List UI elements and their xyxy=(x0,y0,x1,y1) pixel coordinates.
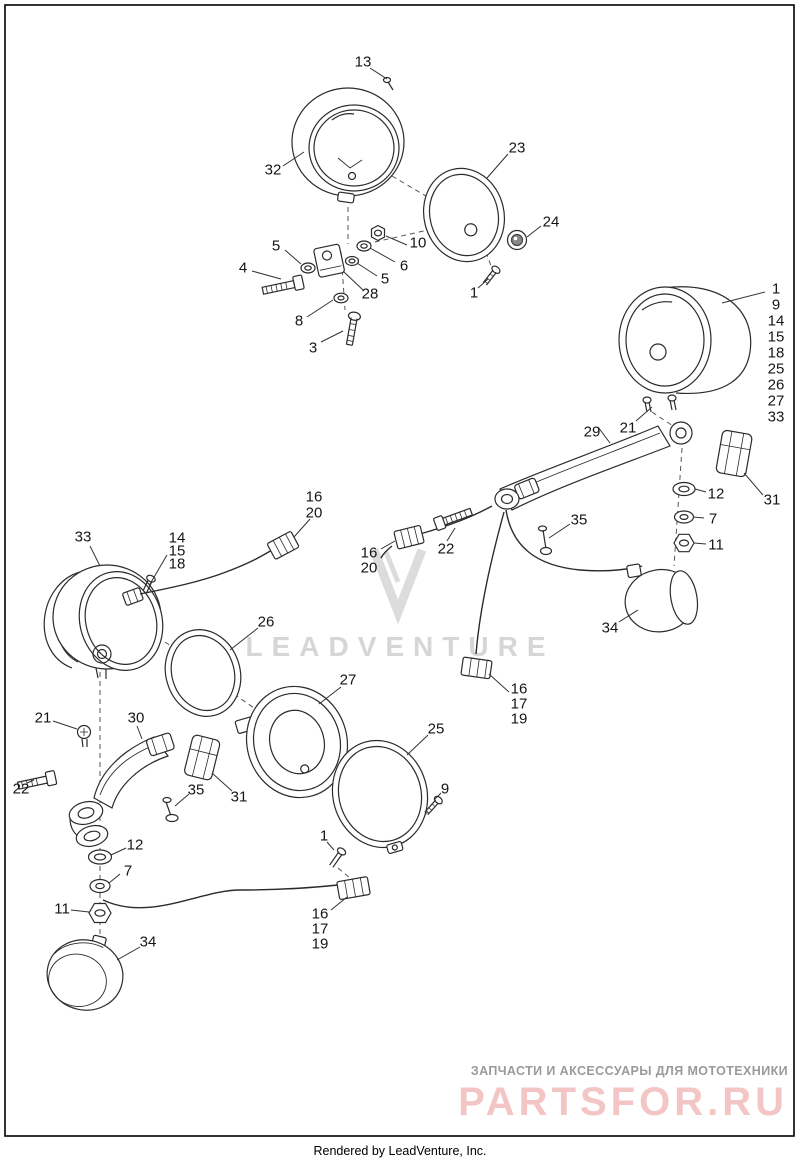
washer-12-right xyxy=(672,481,696,497)
bolt-4 xyxy=(261,274,305,295)
headlamp-right xyxy=(618,286,752,395)
wire-headlamp-left xyxy=(139,549,273,595)
turn-signal-left-34 xyxy=(46,934,124,1011)
trim-ring-26 xyxy=(164,629,242,717)
nut-11-left xyxy=(88,902,112,924)
bolt-22-left xyxy=(16,770,58,790)
washer-5a xyxy=(300,262,316,274)
washer-7-right xyxy=(673,510,695,524)
headlamp-shell-33 xyxy=(43,564,164,679)
screw-13 xyxy=(382,76,394,91)
nut-10 xyxy=(370,224,386,242)
clip-35-left xyxy=(162,796,179,823)
connector-16-20-right xyxy=(393,525,425,550)
watermark-text: LEADVENTURE xyxy=(245,631,554,662)
screws-21-right xyxy=(642,394,677,413)
screw-3 xyxy=(345,311,361,346)
rubber-mount-31-left xyxy=(184,734,221,781)
mount-bracket-29 xyxy=(494,425,671,511)
lens-assembly-27 xyxy=(234,685,349,799)
leadventure-watermark-icon xyxy=(369,548,427,625)
brand-tagline: ЗАПЧАСТИ И АКСЕССУАРЫ ДЛЯ МОТОТЕХНИКИ xyxy=(470,1064,788,1078)
rubber-mount-31-right xyxy=(715,429,753,478)
callout-leader-lines xyxy=(26,67,766,961)
screw-1-top xyxy=(482,265,501,286)
screw-1-left xyxy=(329,847,347,868)
footer-credit: Rendered by LeadVenture, Inc. xyxy=(313,1144,487,1158)
clip-35-right xyxy=(537,525,553,556)
connector-16-17-19-right xyxy=(460,656,493,680)
turn-signal-right-34 xyxy=(624,563,699,633)
washer-12-left xyxy=(87,849,113,865)
wire-turn-signal-left xyxy=(102,884,339,909)
bolt-22-right xyxy=(433,507,474,531)
brand-block: ЗАПЧАСТИ И АКСЕССУАРЫ ДЛЯ МОТОТЕХНИКИ PA… xyxy=(368,1064,788,1122)
washer-5b xyxy=(344,255,360,267)
screw-21-left xyxy=(76,724,92,748)
page-border xyxy=(4,4,795,1137)
lens-23 xyxy=(422,167,506,263)
washer-6 xyxy=(356,240,372,252)
trim-ring-25 xyxy=(331,739,429,855)
headlamp-shell-32 xyxy=(291,87,405,204)
washer-8 xyxy=(333,292,349,304)
wiring-right xyxy=(419,505,643,655)
connector-16-17-19-left xyxy=(336,876,371,900)
brand-logo: PARTSFOR.RU xyxy=(458,1080,788,1124)
connector-16-20-left xyxy=(267,531,300,560)
washer-7-left xyxy=(89,878,111,894)
connector-pigtail-right xyxy=(380,545,393,559)
screw-14-top xyxy=(142,574,156,593)
bracket-28 xyxy=(313,243,345,278)
mount-bracket-30 xyxy=(68,732,175,848)
lamp-mount-right xyxy=(669,421,693,445)
nut-11-right xyxy=(673,533,695,553)
bulb-24 xyxy=(506,229,528,251)
